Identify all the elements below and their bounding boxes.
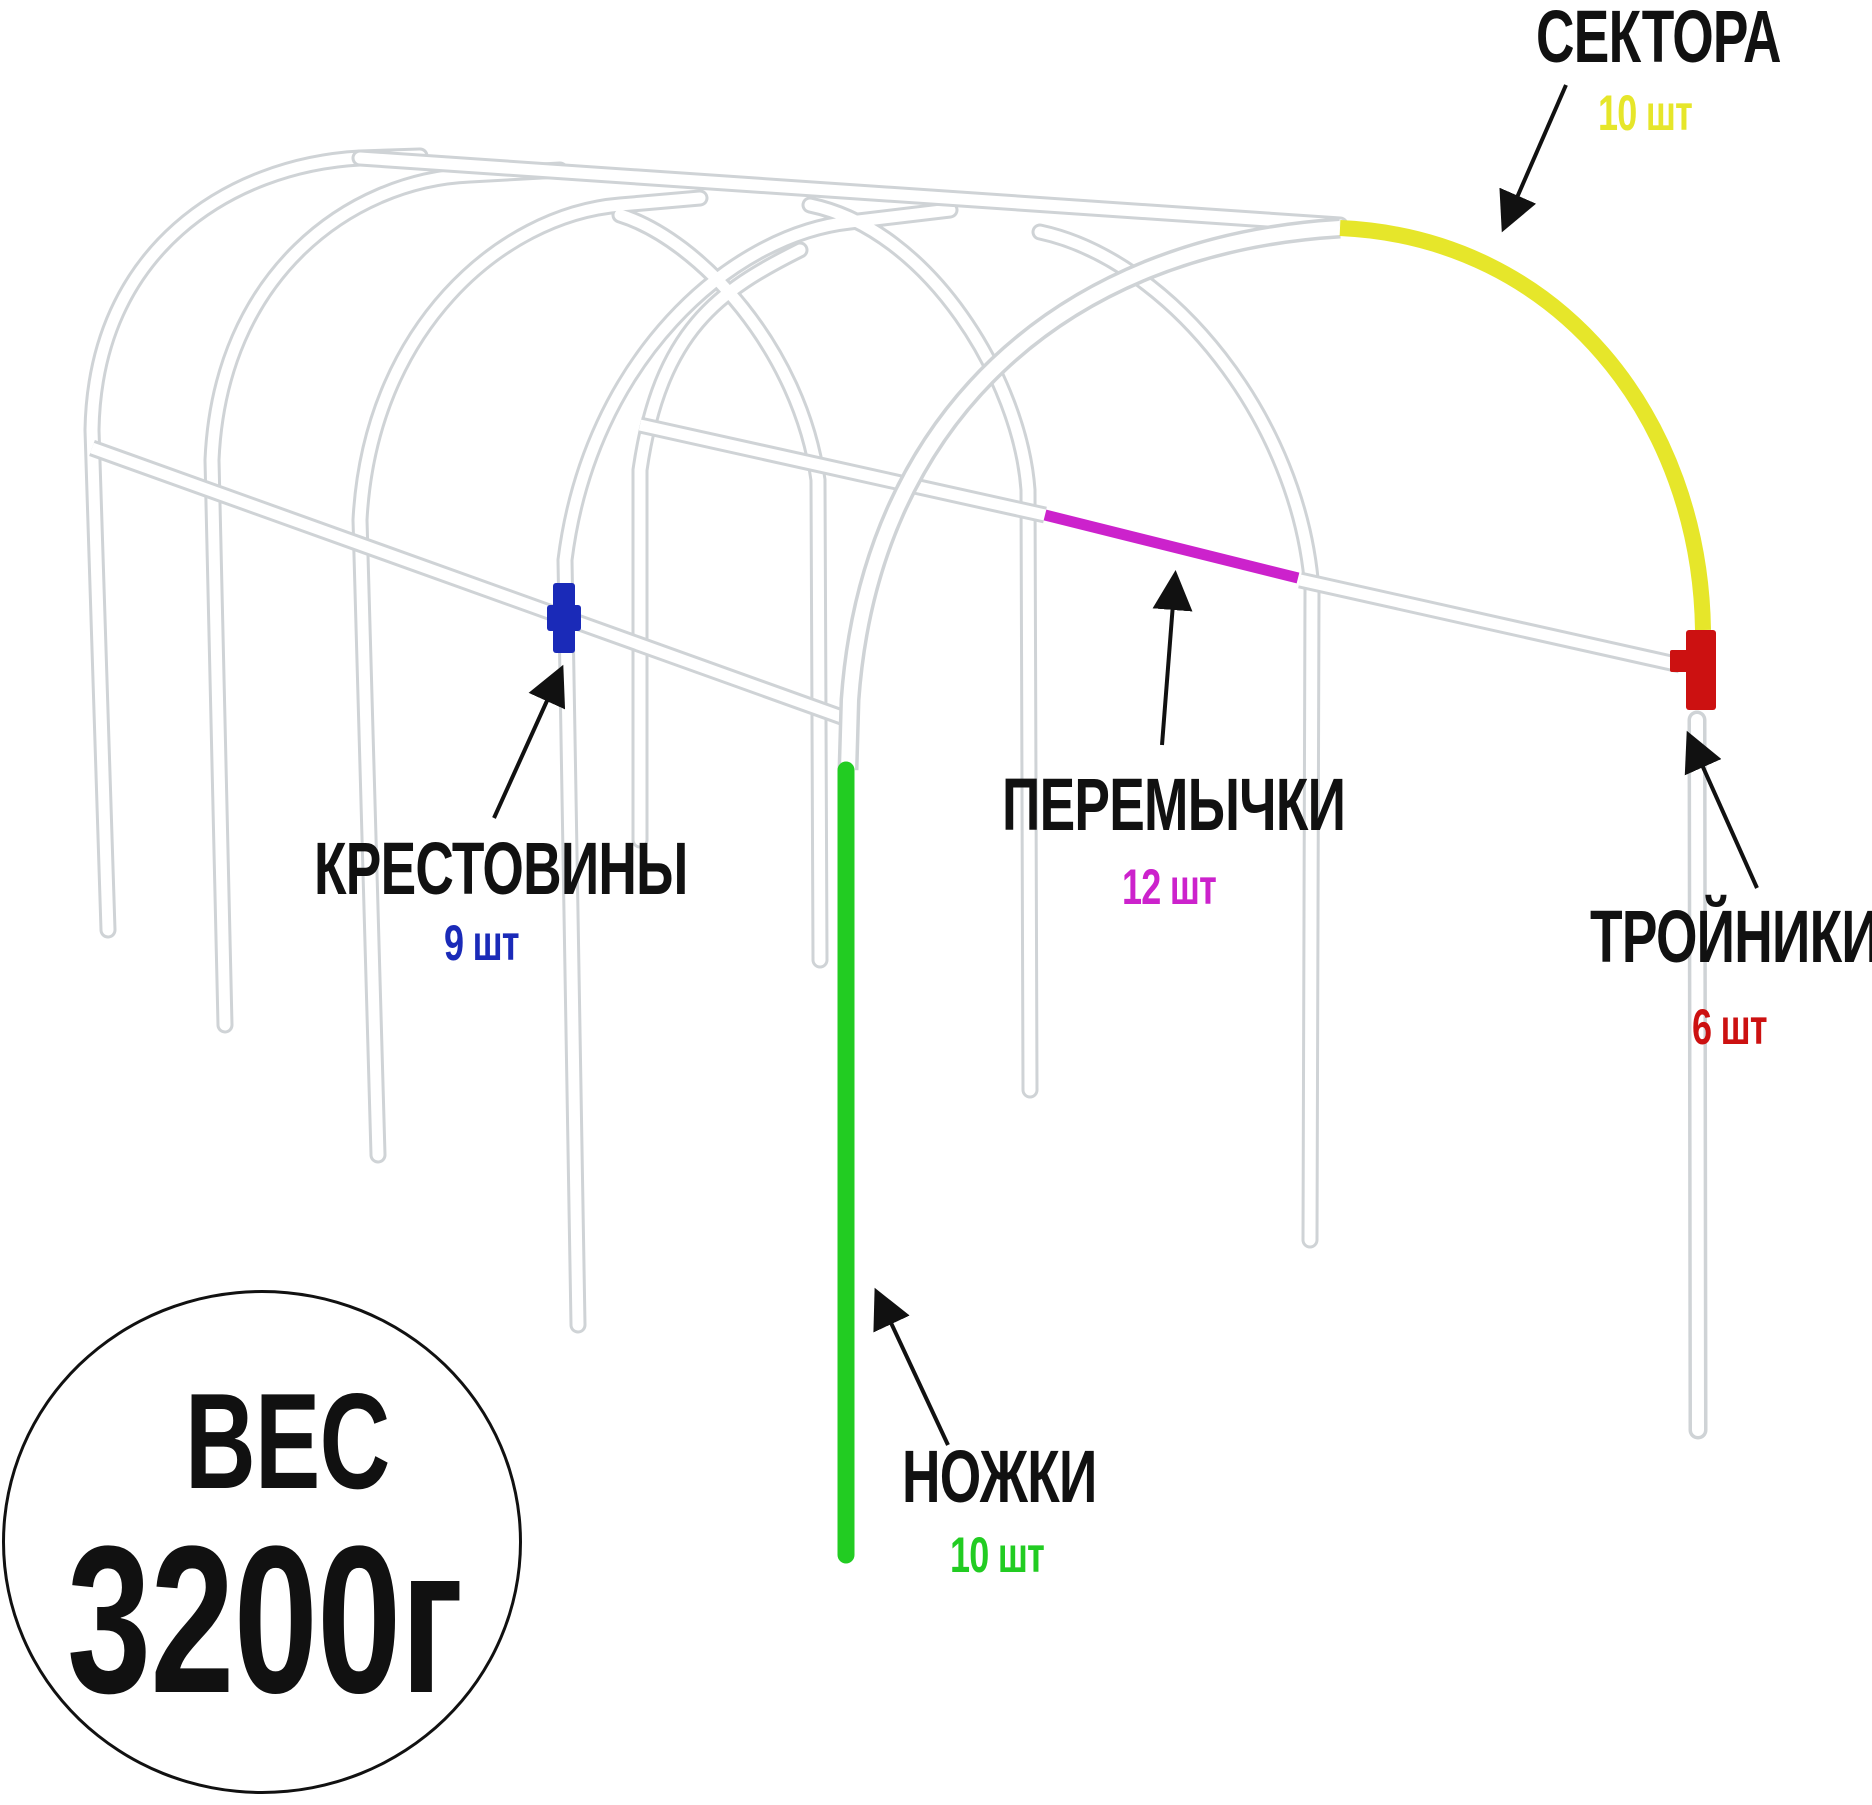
sectors-label: СЕКТОРА [1536,0,1782,78]
cross-part [547,583,581,653]
arrow-legs [873,1287,950,1446]
crosses-label: КРЕСТОВИНЫ [314,827,688,910]
sectors-qty: 10 шт [1598,85,1693,141]
jumper-part [1043,509,1300,584]
leader-arrows [492,84,1759,1446]
tees-qty: 6 шт [1692,999,1768,1055]
weight-badge: ВЕС 3200г [2,1290,522,1794]
tee-part [1670,630,1716,710]
weight-title: ВЕС [185,1365,390,1517]
arrow-tees [1684,730,1759,889]
legs-label: НОЖКИ [902,1435,1097,1518]
jumpers-qty: 12 шт [1122,859,1217,915]
crosses-qty: 9 шт [444,915,520,971]
ridge-beam [351,149,1349,234]
sector-part [1339,220,1711,631]
arrow-sectors [1499,84,1568,233]
arrow-crosses [492,664,566,819]
arrow-jumpers [1152,570,1193,746]
weight-value: 3200г [67,1502,463,1737]
tees-label: ТРОЙНИКИ [1590,895,1872,978]
jumpers-label: ПЕРЕМЫЧКИ [1002,763,1346,846]
back-arches [83,147,1321,1334]
legs-qty: 10 шт [950,1527,1045,1583]
side-rails [89,416,1682,729]
front-arch [837,217,1708,1440]
